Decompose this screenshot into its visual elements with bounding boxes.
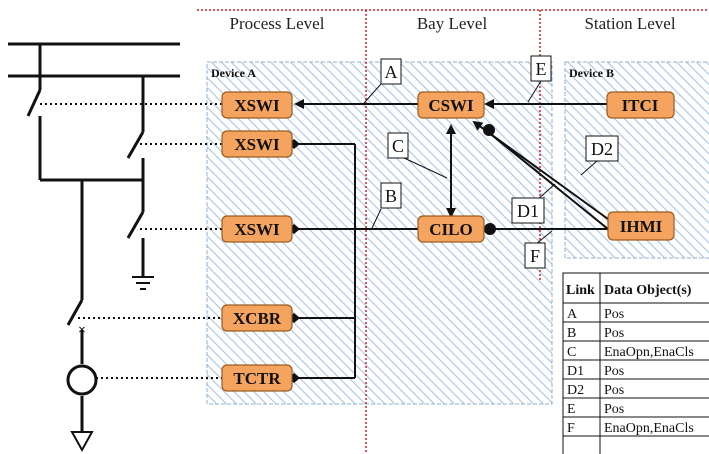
svg-text:C: C: [392, 136, 404, 156]
link-d2-line: [487, 131, 609, 230]
link-label-a: A: [380, 58, 402, 85]
d2-end-dot-icon: [483, 124, 495, 136]
circuit-breaker: [66, 299, 84, 326]
link-label-d1: D1: [511, 197, 545, 224]
node-xcbr: XCBR: [221, 304, 293, 332]
table-header-link: Link: [566, 283, 595, 298]
breaker-cross-icon: ×: [78, 323, 86, 338]
svg-text:CILO: CILO: [429, 220, 472, 239]
node-cswi: CSWI: [417, 91, 485, 119]
table-cell: Pos: [604, 364, 624, 379]
table-cell: A: [567, 307, 578, 322]
table-cell: Pos: [604, 383, 624, 398]
link-label-c: C: [387, 132, 409, 159]
table-cell: Pos: [604, 326, 624, 341]
process-level-label: Process Level: [230, 14, 325, 33]
table-cell: Pos: [604, 307, 624, 322]
node-cilo: CILO: [417, 215, 485, 243]
link-label-e: E: [530, 55, 552, 82]
earth-switch: [126, 211, 145, 239]
svg-text:A: A: [385, 62, 398, 82]
single-line-diagram: [8, 42, 180, 432]
node-xswi-2: XSWI: [221, 130, 293, 158]
station-level-label: Station Level: [584, 14, 675, 33]
node-xswi-3: XSWI: [221, 215, 293, 243]
disconnector-1: [26, 89, 42, 117]
node-tctr: TCTR: [221, 364, 293, 392]
link-data-table: Link Data Object(s) A Pos B Pos C EnaOpn…: [562, 272, 709, 454]
table-cell: C: [567, 345, 576, 360]
svg-text:XCBR: XCBR: [233, 309, 282, 328]
load-triangle-icon: [70, 431, 94, 453]
disconnector-2: [126, 131, 145, 159]
dotted-connection-lines: [40, 103, 222, 379]
table-cell: EnaOpn,EnaCls: [604, 345, 694, 360]
table-cell: Pos: [604, 402, 624, 417]
current-transformer-icon: [66, 364, 98, 396]
svg-text:XSWI: XSWI: [234, 220, 280, 239]
svg-text:E: E: [536, 59, 547, 79]
svg-text:ITCI: ITCI: [622, 96, 659, 115]
device-a-label: Device A: [211, 66, 256, 80]
link-label-d2: D2: [585, 135, 619, 162]
svg-text:TCTR: TCTR: [233, 369, 281, 388]
device-b-label: Device B: [569, 66, 614, 80]
table-cell: E: [567, 402, 576, 417]
bay-level-label: Bay Level: [417, 14, 488, 33]
svg-text:XSWI: XSWI: [234, 135, 280, 154]
svg-text:D1: D1: [517, 201, 539, 221]
svg-text:CSWI: CSWI: [428, 96, 474, 115]
logical-links: [294, 99, 609, 230]
svg-text:D2: D2: [591, 139, 613, 159]
link-label-b: B: [380, 182, 402, 209]
svg-text:IHMI: IHMI: [620, 217, 663, 236]
table-cell: B: [567, 326, 576, 341]
table-header-data-objects: Data Object(s): [604, 283, 692, 298]
table-cell: F: [567, 421, 575, 436]
link-label-f: F: [524, 242, 546, 269]
node-itci: ITCI: [606, 91, 675, 119]
table-cell: D2: [567, 383, 584, 398]
table-cell: D1: [567, 364, 584, 379]
table-cell: EnaOpn,EnaCls: [604, 421, 694, 436]
node-xswi-1: XSWI: [221, 91, 293, 119]
ground-icon: [132, 276, 154, 290]
svg-text:B: B: [385, 186, 397, 206]
svg-text:F: F: [530, 246, 540, 266]
process-bus-lines: [288, 139, 418, 383]
node-ihmi: IHMI: [607, 211, 675, 241]
svg-text:XSWI: XSWI: [234, 96, 280, 115]
f-end-dot-icon: [484, 223, 496, 235]
